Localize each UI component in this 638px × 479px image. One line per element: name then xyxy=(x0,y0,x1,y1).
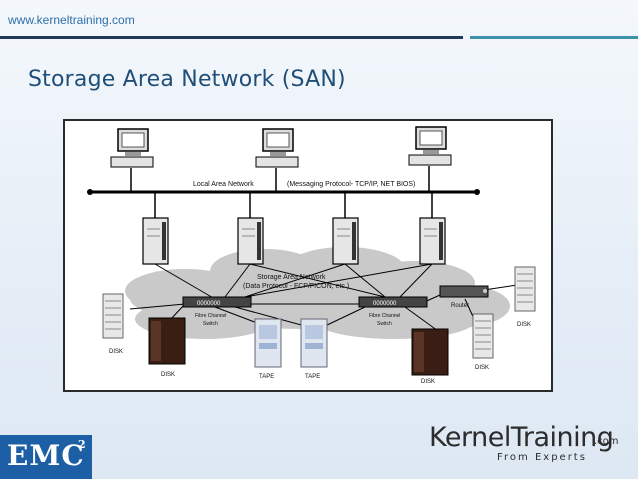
kerneltraining-logo: KernelTraining xyxy=(429,422,614,453)
emc-logo: EMC 2 xyxy=(0,435,92,479)
disk-array-icon xyxy=(514,266,536,312)
header-rule-teal xyxy=(470,36,638,39)
fc-switch-right: 0000000 xyxy=(358,296,428,308)
server-icon xyxy=(237,217,264,265)
san-diagram: Local Area Network (Messaging Protocol- … xyxy=(63,119,553,392)
disk-array-icon xyxy=(472,313,494,359)
disk-array-icon xyxy=(102,293,124,339)
header-rule-dark xyxy=(0,36,463,39)
disk-cabinet-label: DISK xyxy=(161,372,175,378)
workstation-icon xyxy=(255,128,299,168)
fc-switch-label-left: Fibre Channel xyxy=(195,313,226,319)
tape-drive-icon xyxy=(300,318,328,368)
disk-label: DISK xyxy=(475,365,489,371)
disk-label: DISK xyxy=(109,349,123,355)
slide-title: Storage Area Network (SAN) xyxy=(28,67,346,92)
fc-switch-sublabel-right: Switch xyxy=(377,321,392,327)
svg-text:0000000: 0000000 xyxy=(197,301,221,307)
kerneltraining-tagline: From Experts xyxy=(497,452,587,463)
tape-label: TAPE xyxy=(259,374,274,380)
server-icon xyxy=(142,217,169,265)
disk-cabinet-icon xyxy=(411,328,449,376)
router-label: Router xyxy=(451,303,469,309)
svg-text:0000000: 0000000 xyxy=(373,301,397,307)
kerneltraining-logo-com: .com xyxy=(594,436,619,447)
disk-label: DISK xyxy=(517,322,531,328)
workstation-icon xyxy=(408,126,452,166)
fc-switch-label-right: Fibre Channel xyxy=(369,313,400,319)
lan-label: Local Area Network xyxy=(193,181,254,188)
tape-drive-icon xyxy=(254,318,282,368)
san-protocol-label: (Data Protocol - FCP/FICON, etc.) xyxy=(243,283,349,290)
fc-switch-left: 0000000 xyxy=(182,296,252,308)
site-url[interactable]: www.kerneltraining.com xyxy=(8,13,135,27)
router-icon xyxy=(439,285,489,298)
tape-label: TAPE xyxy=(305,374,320,380)
workstation-icon xyxy=(110,128,154,168)
disk-cabinet-icon xyxy=(148,317,186,365)
san-label: Storage Area Network xyxy=(257,274,326,281)
server-icon xyxy=(419,217,446,265)
server-icon xyxy=(332,217,359,265)
fc-switch-sublabel-left: Switch xyxy=(203,321,218,327)
disk-cabinet-label: DISK xyxy=(421,379,435,385)
lan-protocol-label: (Messaging Protocol- TCP/IP, NET BIOS) xyxy=(287,181,415,188)
